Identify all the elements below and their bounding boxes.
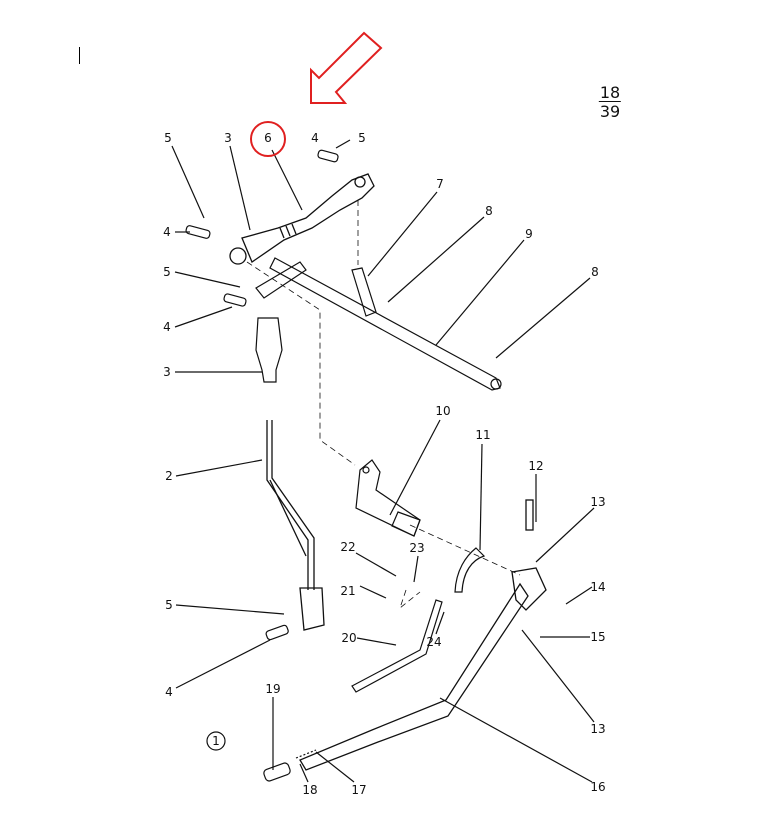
- part-pin: [263, 762, 291, 782]
- leader-line: [174, 306, 233, 328]
- callout: 4: [163, 225, 171, 239]
- callout: 13: [590, 722, 606, 736]
- part-pin: [223, 293, 247, 307]
- leader-line: [174, 271, 241, 288]
- leader-line: [315, 751, 355, 783]
- callout: 14: [590, 580, 606, 594]
- part-pin: [317, 149, 339, 163]
- callout: 5: [163, 265, 171, 279]
- callout: 4: [311, 131, 319, 145]
- page-total: 39: [599, 102, 621, 121]
- callout: 21: [340, 584, 356, 598]
- leader-line: [535, 507, 595, 563]
- callout: 16: [590, 780, 606, 794]
- callout: 19: [265, 682, 281, 696]
- part-tie-rod: [229, 173, 375, 265]
- text-cursor: [79, 47, 80, 64]
- highlight-arrow: [310, 31, 383, 104]
- leader-line: [299, 763, 309, 783]
- part-clevis: [255, 317, 283, 383]
- part-splined-shaft: [355, 459, 421, 537]
- leader-line: [335, 139, 351, 149]
- leader-line: [389, 419, 441, 516]
- part-lever: [351, 599, 443, 693]
- part-bolt: [525, 499, 534, 531]
- part-spring: [295, 749, 317, 759]
- part-screw: [359, 585, 387, 599]
- callout: 10: [435, 404, 451, 418]
- leader-line: [229, 145, 251, 231]
- callout: 4: [165, 685, 173, 699]
- part-pin: [185, 225, 211, 239]
- callout: 8: [591, 265, 599, 279]
- callout: 22: [340, 540, 356, 554]
- leader-line: [439, 697, 593, 783]
- leader-line: [495, 277, 591, 359]
- leader-line: [367, 191, 438, 277]
- leader-line: [435, 611, 445, 635]
- callout: 11: [475, 428, 491, 442]
- leader-line: [565, 586, 593, 605]
- callout: 23: [409, 541, 425, 555]
- part-shaft: [255, 257, 502, 391]
- assembly-line: [246, 261, 356, 466]
- figure-number-circle: [206, 731, 226, 751]
- leader-line: [356, 637, 397, 646]
- callout: 17: [351, 783, 367, 797]
- assembly-line: [409, 524, 521, 576]
- callout: 24: [426, 635, 442, 649]
- leader-line: [175, 459, 263, 477]
- highlight-circle: [250, 121, 286, 157]
- callout: 8: [485, 204, 493, 218]
- callout: 3: [163, 365, 171, 379]
- leader-line: [271, 149, 303, 211]
- page-fraction: 18 39: [598, 83, 622, 121]
- callout: 2: [165, 469, 173, 483]
- part-segment: [454, 547, 486, 593]
- figure-number: 1: [212, 734, 220, 748]
- callout: 12: [528, 459, 544, 473]
- callout: 5: [164, 131, 172, 145]
- callout: 4: [163, 320, 171, 334]
- callout: 18: [302, 783, 318, 797]
- page-number: 18: [598, 83, 622, 102]
- callout: 9: [525, 227, 533, 241]
- leader-line: [175, 639, 271, 689]
- leader-line: [435, 239, 525, 346]
- callout: 3: [224, 131, 232, 145]
- leader-line: [387, 216, 485, 303]
- assembly-line: [399, 589, 421, 610]
- leader-line: [171, 145, 205, 219]
- part-pin: [265, 624, 289, 641]
- callout: 5: [165, 598, 173, 612]
- callout: 5: [358, 131, 366, 145]
- leader-line: [413, 555, 419, 583]
- callout: 13: [590, 495, 606, 509]
- callout: 7: [436, 177, 444, 191]
- leader-line: [175, 604, 285, 615]
- part-rod: [266, 420, 325, 631]
- callout-highlighted: 6: [264, 131, 272, 145]
- part-pedal-lever: [299, 499, 547, 771]
- callout: 20: [341, 631, 357, 645]
- callout: 15: [590, 630, 606, 644]
- leader-line: [479, 443, 483, 551]
- leader-line: [521, 629, 595, 723]
- leader-line: [355, 552, 397, 577]
